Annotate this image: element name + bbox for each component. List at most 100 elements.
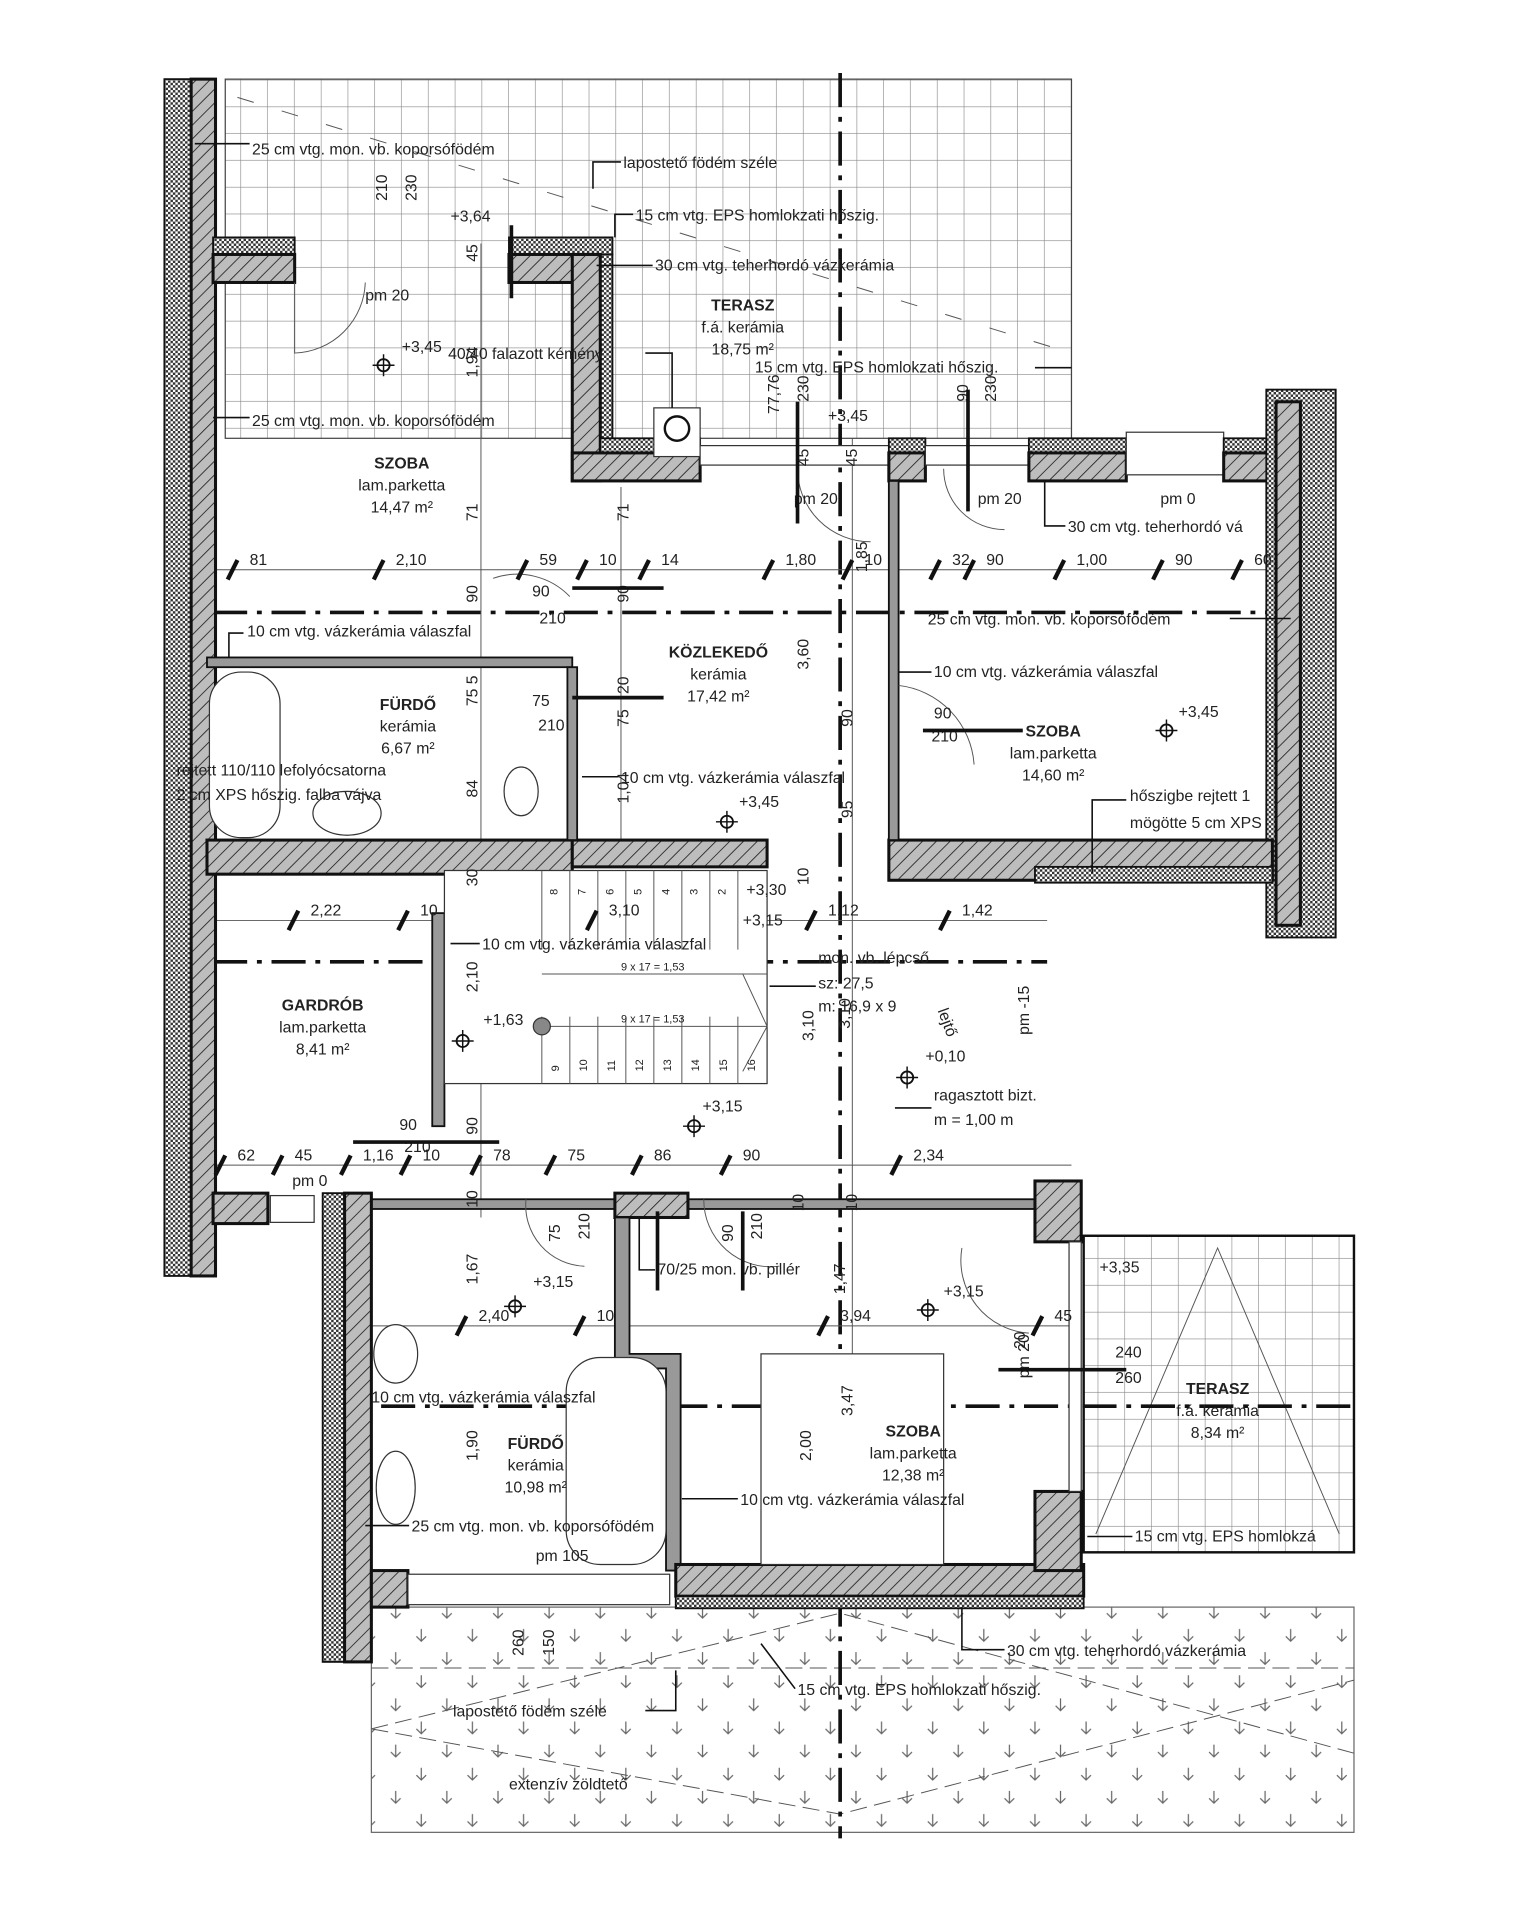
room-area: 8,34 m²	[1191, 1425, 1245, 1442]
dimension-label: 10	[420, 903, 438, 920]
dimension-label: 10	[844, 1194, 861, 1212]
dimension-label: 260	[511, 1629, 528, 1656]
dimension-label: 210	[374, 174, 391, 201]
dimension-label: 62	[237, 1147, 255, 1164]
level-mark: +3,15	[743, 912, 783, 929]
room-name: SZOBA	[886, 1424, 941, 1441]
room-floor: lam.parketta	[279, 1019, 366, 1036]
dimension-label: 90	[464, 1117, 481, 1135]
dimension-label: 75	[567, 1147, 585, 1164]
dimension-label: 75	[464, 688, 481, 706]
annotation-note: 40/40 falazott kémény	[448, 346, 603, 363]
opening-size-label: 90	[399, 1117, 417, 1134]
dimension-tick	[398, 1154, 413, 1176]
dimension-label: 30	[464, 869, 481, 887]
stair-step-number: 13	[662, 1059, 674, 1071]
threshold-label: pm 20	[794, 491, 838, 508]
stair-flight: 9 x 17 = 1,53	[621, 1014, 685, 1026]
opening-markers	[353, 225, 1127, 1372]
level-mark: +1,63	[483, 1012, 523, 1029]
level-marker-icon	[372, 354, 395, 377]
dimension-label: 3,47	[839, 1385, 856, 1416]
dimension-tick	[804, 909, 818, 932]
opening-size-label: 210	[538, 718, 565, 735]
opening-size-label: 90	[934, 705, 952, 722]
annotation-note: m = 1,00 m	[934, 1112, 1014, 1129]
level-marker-icon	[715, 810, 738, 833]
green-roof	[370, 1606, 1355, 1833]
dimension-label: 1,00	[1076, 552, 1107, 569]
dimension-tick	[630, 1154, 644, 1176]
stair-step-number: 11	[606, 1060, 618, 1071]
annotation-note: extenzív zöldtető	[509, 1777, 628, 1794]
dimension-tick	[270, 1154, 285, 1176]
threshold-label: pm 0	[292, 1173, 327, 1190]
toilet-lower	[373, 1324, 419, 1384]
dimension-label: 1,67	[464, 1254, 481, 1285]
room-name: FÜRDŐ	[508, 1434, 564, 1453]
dimension-tick	[584, 909, 599, 932]
opening-size-label: 260	[1115, 1370, 1142, 1387]
dimension-tick	[1230, 559, 1244, 581]
dimension-tick	[543, 1154, 558, 1176]
dimension-label: 2,40	[479, 1308, 510, 1325]
dimension-label: 45	[795, 449, 812, 467]
annotation-note: 70/25 mon. vb. pillér	[658, 1262, 800, 1279]
threshold-label: pm 20	[1016, 1334, 1033, 1378]
bathtub	[208, 671, 281, 839]
level-mark: +3,35	[1099, 1259, 1139, 1276]
annotation-note: ragasztott bizt.	[934, 1088, 1037, 1105]
stair-step-number: 6	[605, 889, 617, 895]
dimension-label: 230	[795, 375, 812, 402]
threshold-label: pm 20	[978, 491, 1022, 508]
level-mark: +3,45	[739, 794, 779, 811]
annotation-leaders	[194, 142, 1291, 1712]
level-mark: +3,45	[1179, 704, 1219, 721]
dimension-tick	[454, 1315, 469, 1337]
annotation-note: 15 cm vtg. EPS homlokzá	[1135, 1528, 1316, 1545]
dimension-label: 3,10	[837, 998, 854, 1029]
level-marker-icon	[504, 1295, 527, 1318]
level-mark: +3,64	[451, 209, 491, 226]
stair-slope: lejtő	[934, 1006, 960, 1039]
annotation-note: 15 cm vtg. EPS homlokzati hőszig.	[636, 207, 879, 224]
dimension-tick	[938, 909, 952, 932]
dimension-label: 1,90	[464, 1430, 481, 1461]
room-name: FÜRDŐ	[380, 695, 436, 714]
dimension-label: 20	[615, 676, 632, 694]
dimension-tick	[1030, 1315, 1045, 1337]
dimension-tick	[572, 1315, 587, 1337]
toilet	[503, 766, 539, 817]
room-area: 12,38 m²	[882, 1467, 944, 1484]
stair-step-number: 8	[549, 889, 561, 895]
opening-size-label: 210	[931, 728, 958, 745]
room-area: 18,75 m²	[712, 341, 774, 358]
dimension-label: 75	[615, 709, 632, 727]
threshold-label: pm -15	[1016, 985, 1033, 1034]
annotation-note: 15 cm vtg. EPS homlokzati hőszig.	[798, 1682, 1041, 1699]
dimension-tick	[225, 559, 240, 581]
stair-flight: 9 x 17 = 1,53	[621, 961, 685, 973]
door-swings	[294, 282, 1029, 1334]
dimension-label: 10	[791, 1194, 808, 1212]
level-mark: +3,30	[746, 882, 786, 899]
dimension-label: 90	[986, 552, 1004, 569]
dimension-tick	[889, 1154, 903, 1176]
dimension-label: 90	[839, 709, 856, 727]
room-floor: kerámia	[690, 666, 746, 683]
bathtub-lower	[565, 1356, 667, 1566]
dimension-label: 1,42	[962, 903, 993, 920]
walls	[163, 77, 1337, 1664]
room-area: 6,67 m²	[381, 741, 435, 758]
dimension-label: 230	[403, 174, 420, 201]
dimension-label: 10	[597, 1308, 615, 1325]
opening-size-label: 210	[539, 610, 566, 627]
dimension-label: 75	[547, 1224, 564, 1242]
threshold-label: pm 0	[1160, 491, 1195, 508]
dimension-label: 1,16	[363, 1147, 394, 1164]
dimension-tick	[213, 1154, 228, 1176]
lower-terrace-tiles	[1082, 1234, 1356, 1554]
dimension-label: 3,10	[800, 1010, 817, 1041]
dimension-label: 2,34	[913, 1147, 944, 1164]
dimension-tick	[816, 1315, 830, 1337]
